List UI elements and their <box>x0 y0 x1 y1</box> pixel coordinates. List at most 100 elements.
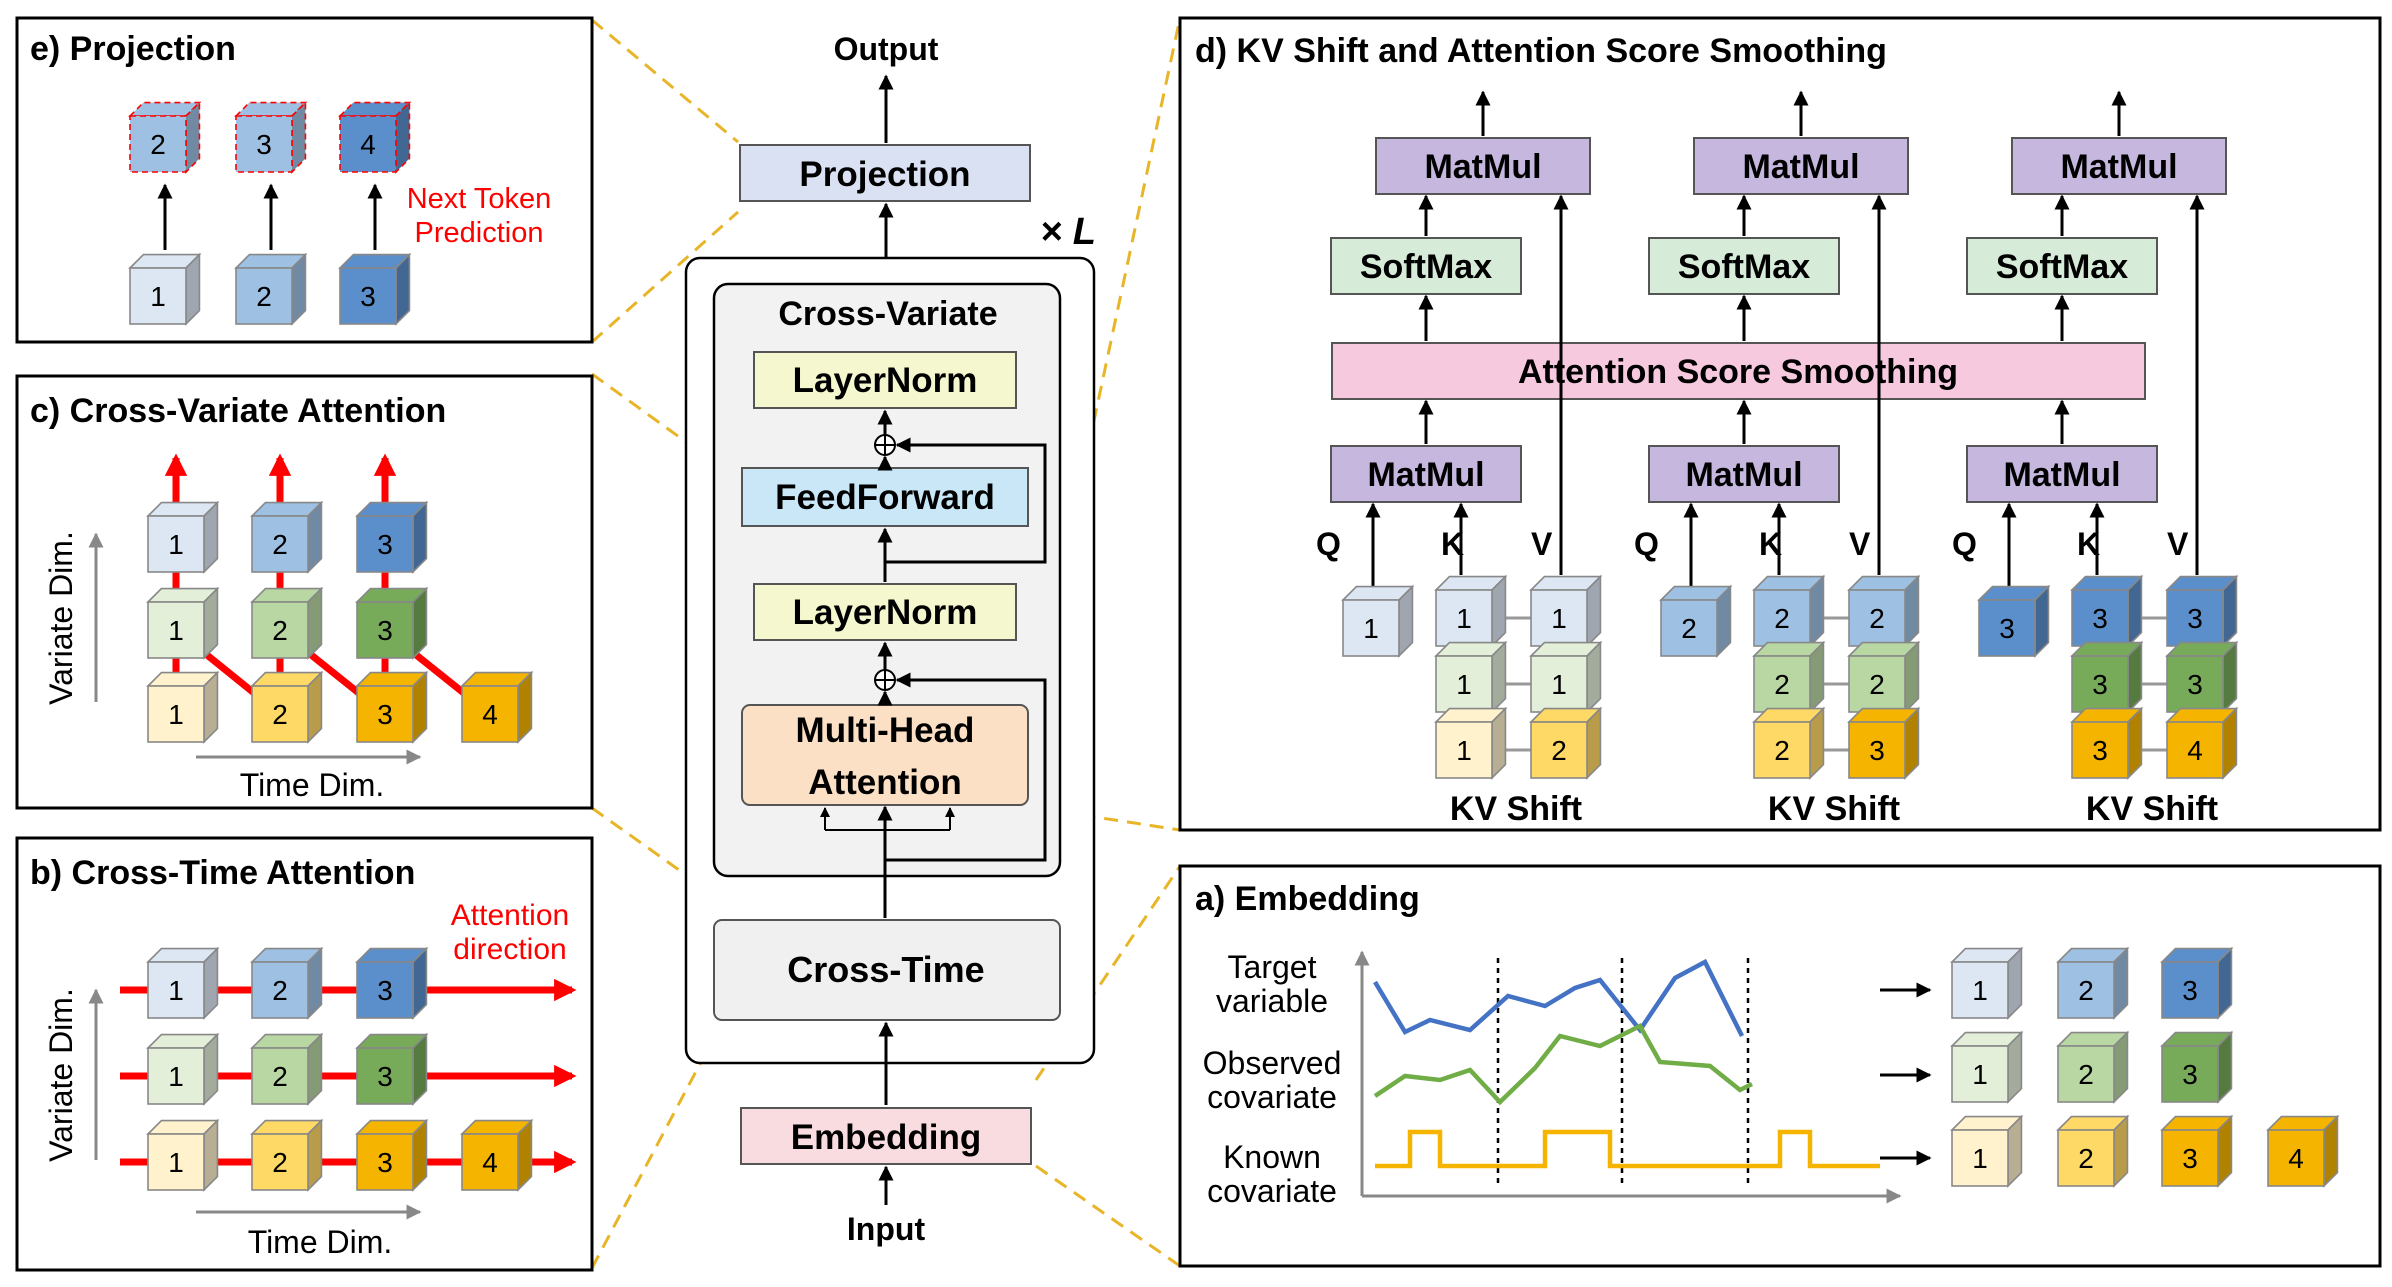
projection-output-cube: 2 <box>128 100 202 174</box>
value-cube: 3 <box>2165 574 2239 648</box>
matmul-bottom-label: MatMul <box>1685 456 1802 494</box>
matmul-bottom-box <box>1648 445 1840 503</box>
input-label: Input <box>847 1211 926 1247</box>
cv-known-cube: 3 <box>355 670 429 744</box>
matmul-top-label: MatMul <box>1742 148 1859 186</box>
cv-target-cube-label: 1 <box>168 529 184 560</box>
ct-known-cube: 2 <box>250 1118 324 1192</box>
softmax-label: SoftMax <box>1360 248 1492 286</box>
panel-a-embedding: a) Embedding Target variable Observed co… <box>1178 864 2382 1268</box>
target-label-line2: variable <box>1216 983 1328 1019</box>
softmax-box <box>1330 237 1522 295</box>
ct-target-cube: 1 <box>146 946 220 1020</box>
value-cube: 2 <box>1847 574 1921 648</box>
panel-c-x-label: Time Dim. <box>240 767 385 803</box>
qkv-letter: Q <box>1952 526 1977 562</box>
cv-target-cube-label: 2 <box>272 529 288 560</box>
cross-variate-title: Cross-Variate <box>778 295 997 333</box>
emb-observed-cube-label: 2 <box>2078 1059 2094 1090</box>
qkv-letter: K <box>1759 526 1782 562</box>
qkv-letter: Q <box>1316 526 1341 562</box>
ct-observed-cube-label: 1 <box>168 1061 184 1092</box>
ct-known-cube-label: 1 <box>168 1147 184 1178</box>
projection-output-cube-label: 4 <box>360 129 376 160</box>
panel-b-y-label: Variate Dim. <box>43 988 79 1162</box>
matmul-bottom-label: MatMul <box>1367 456 1484 494</box>
emb-known-cube: 3 <box>2160 1114 2234 1188</box>
ct-target-cube-label: 3 <box>377 975 393 1006</box>
panel-b-x-label: Time Dim. <box>248 1224 393 1260</box>
emb-observed-cube-label: 3 <box>2182 1059 2198 1090</box>
key-cube-label: 1 <box>1456 603 1472 634</box>
ct-known-cube: 3 <box>355 1118 429 1192</box>
smoothing-label: Attention Score Smoothing <box>1518 353 1958 391</box>
feedforward-label: FeedForward <box>775 478 995 517</box>
key-cube: 2 <box>1752 574 1826 648</box>
qkv-letter: V <box>2167 526 2189 562</box>
ct-observed-cube: 2 <box>250 1032 324 1106</box>
ct-target-cube-label: 1 <box>168 975 184 1006</box>
softmax-label: SoftMax <box>1996 248 2128 286</box>
panel-b-cross-time: b) Cross-Time Attention Attention direct… <box>15 836 594 1272</box>
value-cube: 2 <box>1529 706 1603 780</box>
projection-label: Projection <box>799 155 970 194</box>
layernorm-bottom-label: LayerNorm <box>793 593 978 632</box>
query-cube: 3 <box>1977 584 2051 658</box>
panel-d-title: d) KV Shift and Attention Score Smoothin… <box>1195 32 1887 70</box>
attention-direction-line1: Attention <box>451 899 569 932</box>
projection-output-cube: 3 <box>234 100 308 174</box>
repeat-label: × L <box>1040 211 1096 253</box>
ct-observed-cube-label: 2 <box>272 1061 288 1092</box>
value-cube-label: 2 <box>1869 603 1885 634</box>
value-cube-label: 4 <box>2187 735 2203 766</box>
cv-observed-cube: 2 <box>250 586 324 660</box>
ct-known-cube-label: 3 <box>377 1147 393 1178</box>
cv-target-cube: 1 <box>146 500 220 574</box>
matmul-top-box <box>1375 137 1591 195</box>
projection-input-cube: 2 <box>234 252 308 326</box>
emb-known-cube-label: 3 <box>2182 1143 2198 1174</box>
emb-target-cube-label: 3 <box>2182 975 2198 1006</box>
value-cube-label: 3 <box>2187 669 2203 700</box>
cv-known-cube-label: 4 <box>482 699 498 730</box>
projection-output-cube: 4 <box>338 100 412 174</box>
emb-known-cube-label: 1 <box>1972 1143 1988 1174</box>
kv-shift-label: KV Shift <box>1450 790 1582 828</box>
projection-output-cube-label: 3 <box>256 129 272 160</box>
qkv-letter: K <box>1441 526 1464 562</box>
cv-target-cube-label: 3 <box>377 529 393 560</box>
kv-shift-label: KV Shift <box>1768 790 1900 828</box>
cv-observed-cube-label: 2 <box>272 615 288 646</box>
cv-known-cube: 4 <box>460 670 534 744</box>
query-cube: 2 <box>1659 584 1733 658</box>
value-cube: 2 <box>1847 640 1921 714</box>
matmul-bottom-label: MatMul <box>2003 456 2120 494</box>
target-series-line <box>1373 958 1745 1038</box>
emb-known-cube-label: 2 <box>2078 1143 2094 1174</box>
emb-known-cube: 4 <box>2266 1114 2340 1188</box>
softmax-box <box>1648 237 1840 295</box>
cv-known-cube: 1 <box>146 670 220 744</box>
cv-known-cube-label: 3 <box>377 699 393 730</box>
emb-observed-cube: 3 <box>2160 1030 2234 1104</box>
smoothing-box <box>1331 342 2146 400</box>
cv-known-cube-label: 1 <box>168 699 184 730</box>
projection-input-cube-label: 1 <box>150 281 166 312</box>
ct-target-cube-label: 2 <box>272 975 288 1006</box>
value-cube-label: 2 <box>1551 735 1567 766</box>
ct-observed-cube-label: 3 <box>377 1061 393 1092</box>
key-cube: 3 <box>2070 706 2144 780</box>
next-token-line1: Next Token <box>407 183 552 215</box>
value-cube-label: 1 <box>1551 603 1567 634</box>
value-cube: 3 <box>2165 640 2239 714</box>
key-cube: 3 <box>2070 640 2144 714</box>
key-cube-label: 3 <box>2092 735 2108 766</box>
key-cube: 2 <box>1752 706 1826 780</box>
emb-observed-cube-label: 1 <box>1972 1059 1988 1090</box>
ct-observed-cube: 3 <box>355 1032 429 1106</box>
key-cube-label: 3 <box>2092 603 2108 634</box>
